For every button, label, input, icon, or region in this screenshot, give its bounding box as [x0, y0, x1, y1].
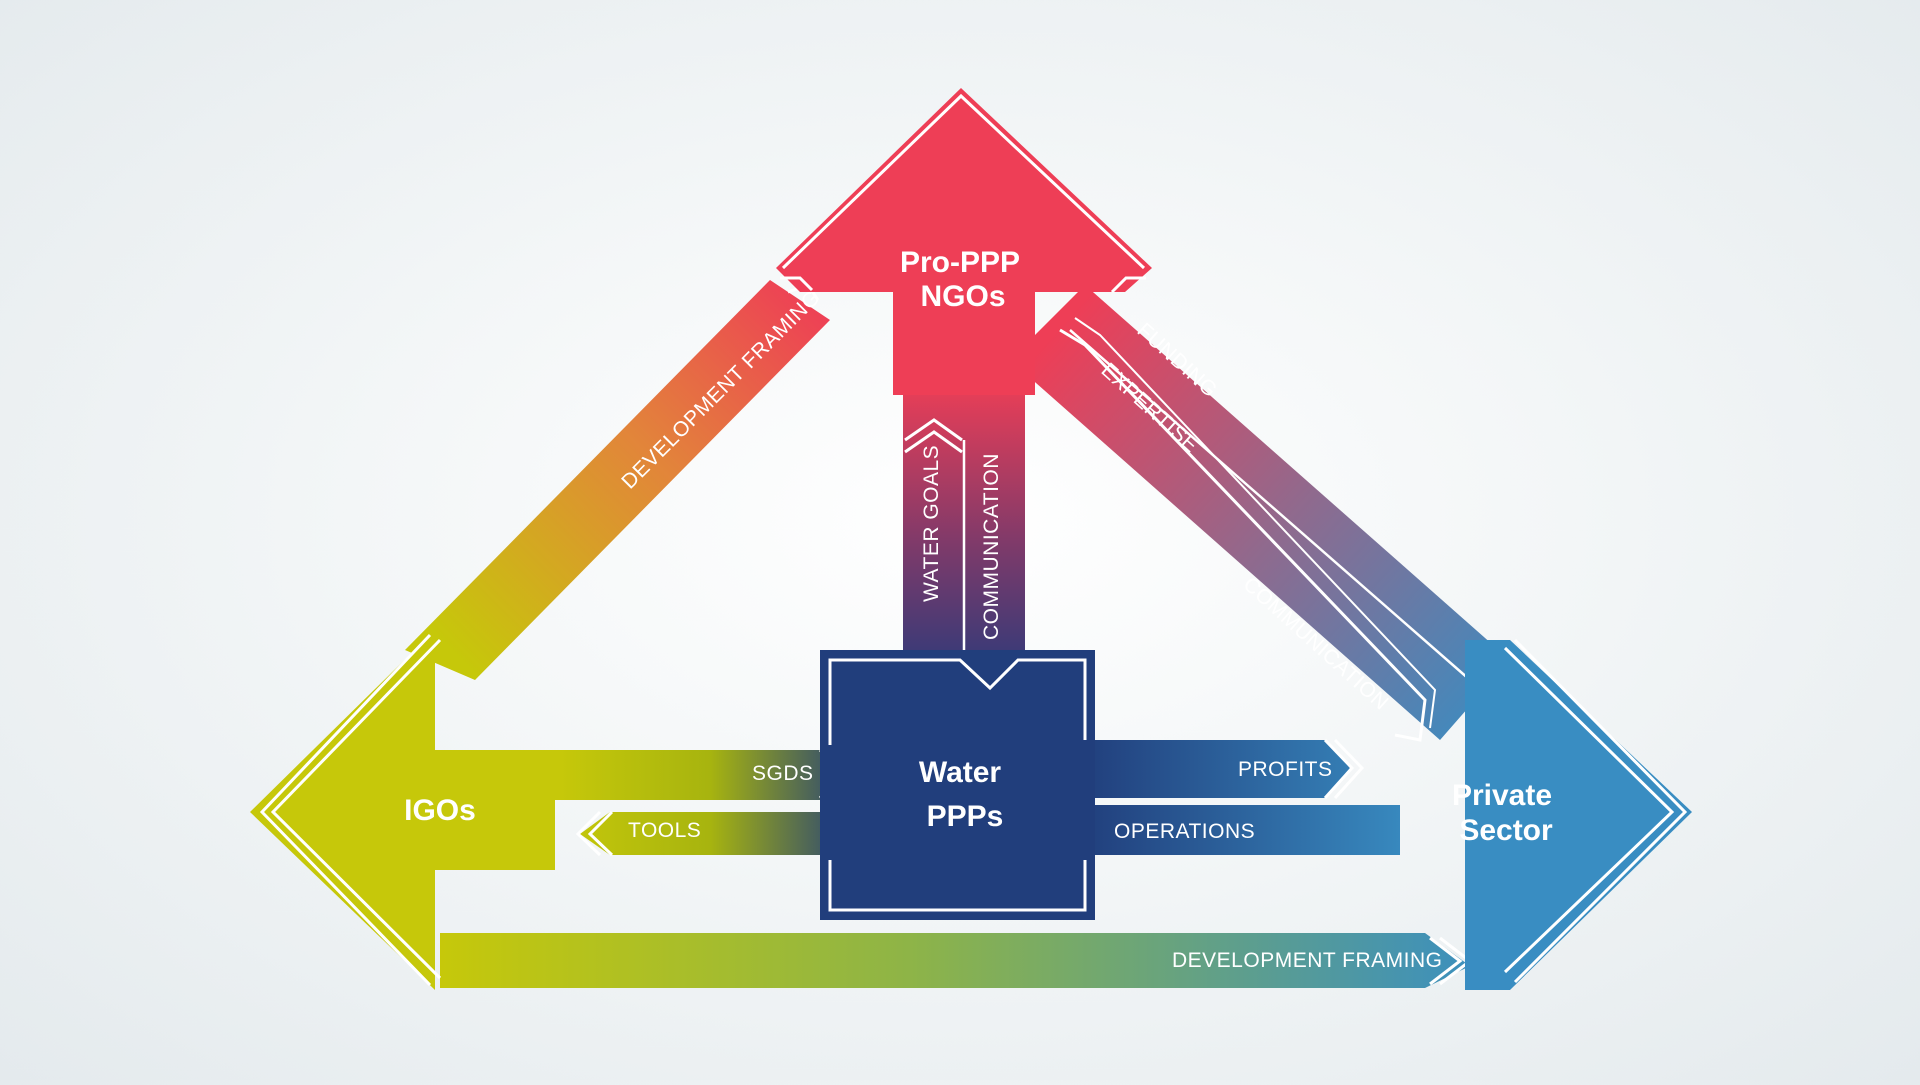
ppps-label-line1: Water: [919, 756, 1002, 789]
private-label-line1: Private: [1452, 779, 1552, 812]
label-profits: PROFITS: [1238, 758, 1333, 781]
label-water-goals: WATER GOALS: [920, 445, 943, 602]
label-operations: OPERATIONS: [1114, 820, 1255, 843]
flow-igos-ppps-band: [555, 748, 860, 857]
node-igos: IGOs: [250, 630, 555, 990]
label-tools: TOOLS: [628, 819, 701, 842]
ngos-label-line2: NGOs: [920, 280, 1005, 313]
node-private-sector: Private Sector: [1452, 638, 1692, 990]
ppps-label-line2: PPPs: [927, 800, 1004, 833]
label-igos-ngos-development-framing: DEVELOPMENT FRAMING: [617, 286, 825, 494]
private-label-line2: Sector: [1459, 814, 1553, 847]
igos-label: IGOs: [404, 794, 476, 827]
label-sgds: SGDS: [752, 762, 814, 785]
label-igos-private-development-framing: DEVELOPMENT FRAMING: [1172, 949, 1442, 972]
ngos-label-line1: Pro-PPP: [900, 246, 1020, 279]
flow-ngos-private-band: [1010, 285, 1510, 742]
node-ngos: Pro-PPP NGOs: [776, 88, 1152, 395]
node-water-ppps: Water PPPs: [820, 650, 1095, 920]
label-ngos-ppps-communication: COMMUNICATION: [980, 453, 1003, 640]
